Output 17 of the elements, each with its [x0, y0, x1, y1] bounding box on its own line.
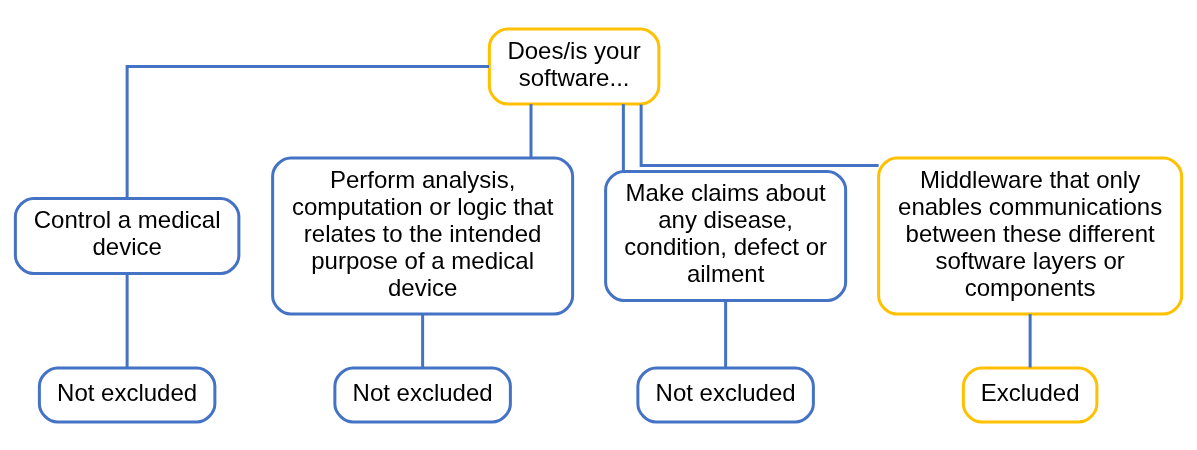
connector — [529, 103, 533, 157]
connector — [125, 64, 489, 198]
node-box: Make claims about any disease, condition, defect or ailment — [604, 169, 848, 302]
node-box: Perform analysis, computation or logic that relates to the intended purpose of a medical device — [271, 156, 575, 315]
connector — [125, 273, 129, 368]
node-box: Not excluded — [333, 366, 512, 423]
connector — [421, 313, 425, 367]
connector — [621, 103, 625, 171]
connector — [1028, 313, 1032, 367]
node-box: Control a medical device — [13, 196, 241, 275]
node-box: Excluded — [961, 366, 1099, 423]
connector — [639, 104, 879, 167]
node-box: Not excluded — [636, 366, 815, 423]
node-box: Not excluded — [37, 366, 217, 423]
node-box: Middleware that only enables communications between these different software layers or components — [877, 156, 1184, 315]
node-box: Does/is your software... — [487, 27, 661, 105]
connector — [724, 300, 728, 368]
